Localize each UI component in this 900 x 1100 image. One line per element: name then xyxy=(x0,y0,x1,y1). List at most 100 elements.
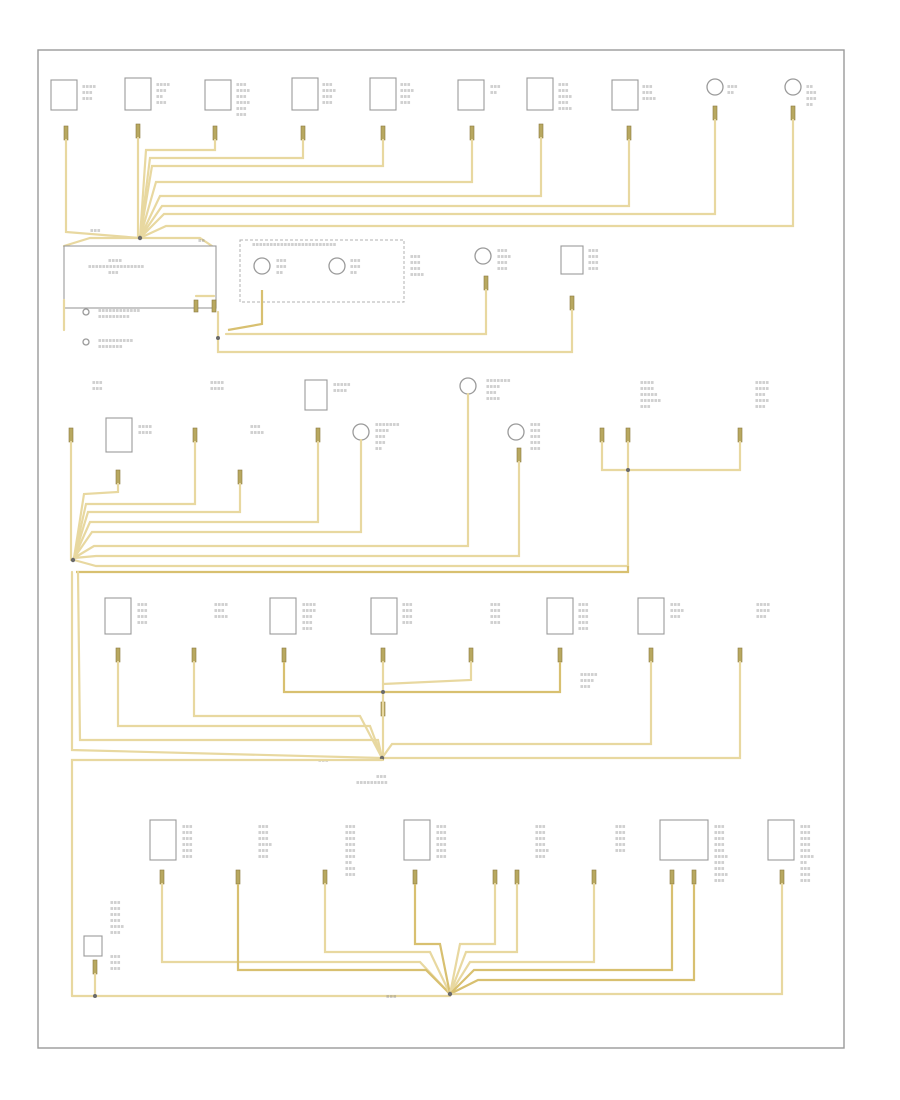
svg-text:≡≡≡: ≡≡≡ xyxy=(588,248,599,253)
svg-text:≡≡≡≡: ≡≡≡≡ xyxy=(214,602,229,607)
svg-text:≡≡≡: ≡≡≡ xyxy=(375,434,386,439)
svg-text:≡≡≡: ≡≡≡ xyxy=(535,830,546,835)
svg-text:≡≡≡: ≡≡≡ xyxy=(497,266,508,271)
svg-text:≡≡≡≡≡≡≡≡≡: ≡≡≡≡≡≡≡≡≡ xyxy=(98,314,130,319)
component-box xyxy=(611,79,639,111)
svg-text:≡≡≡: ≡≡≡ xyxy=(800,830,811,835)
svg-text:≡≡≡: ≡≡≡ xyxy=(714,842,725,847)
svg-text:≡≡≡≡: ≡≡≡≡ xyxy=(333,388,348,393)
svg-text:≡≡≡: ≡≡≡ xyxy=(92,380,103,385)
svg-text:≡≡≡≡≡≡≡: ≡≡≡≡≡≡≡ xyxy=(98,344,123,349)
svg-text:≡≡≡: ≡≡≡ xyxy=(345,872,356,877)
svg-text:≡≡≡: ≡≡≡ xyxy=(490,608,501,613)
svg-text:≡≡≡≡: ≡≡≡≡ xyxy=(138,430,153,435)
lamp-icon xyxy=(784,78,802,96)
svg-text:≡≡≡≡: ≡≡≡≡ xyxy=(210,386,225,391)
svg-text:≡≡≡: ≡≡≡ xyxy=(800,842,811,847)
svg-text:≡≡≡: ≡≡≡ xyxy=(578,620,589,625)
svg-text:≡≡≡: ≡≡≡ xyxy=(137,602,148,607)
svg-text:≡≡≡: ≡≡≡ xyxy=(250,424,261,429)
svg-text:≡≡≡: ≡≡≡ xyxy=(302,626,313,631)
svg-text:≡≡≡≡≡≡≡≡≡: ≡≡≡≡≡≡≡≡≡ xyxy=(356,780,388,785)
svg-text:≡≡≡: ≡≡≡ xyxy=(137,614,148,619)
svg-text:≡≡≡: ≡≡≡ xyxy=(258,854,269,859)
svg-text:≡≡≡: ≡≡≡ xyxy=(258,836,269,841)
svg-text:≡≡: ≡≡ xyxy=(806,102,814,107)
svg-text:≡≡≡≡: ≡≡≡≡ xyxy=(258,842,273,847)
svg-text:≡≡≡≡: ≡≡≡≡ xyxy=(755,398,770,403)
svg-text:≡≡≡: ≡≡≡ xyxy=(436,848,447,853)
svg-text:≡≡≡≡: ≡≡≡≡ xyxy=(375,428,390,433)
svg-text:≡≡≡≡≡≡≡≡≡≡≡≡≡≡≡≡≡≡≡≡≡≡≡≡: ≡≡≡≡≡≡≡≡≡≡≡≡≡≡≡≡≡≡≡≡≡≡≡≡ xyxy=(252,242,337,247)
svg-text:≡≡≡≡≡: ≡≡≡≡≡ xyxy=(333,382,351,387)
svg-text:≡≡≡: ≡≡≡ xyxy=(714,830,725,835)
svg-text:≡≡≡: ≡≡≡ xyxy=(670,602,681,607)
svg-text:≡≡≡: ≡≡≡ xyxy=(530,434,541,439)
svg-text:≡≡≡: ≡≡≡ xyxy=(755,404,766,409)
component-box xyxy=(50,79,78,111)
svg-text:≡≡≡: ≡≡≡ xyxy=(322,100,333,105)
svg-text:≡≡≡: ≡≡≡ xyxy=(497,248,508,253)
svg-text:≡≡≡: ≡≡≡ xyxy=(182,836,193,841)
svg-text:≡≡: ≡≡ xyxy=(276,270,284,275)
diagram-frame xyxy=(37,49,845,1049)
svg-text:≡≡≡≡: ≡≡≡≡ xyxy=(486,396,501,401)
svg-text:≡≡≡: ≡≡≡ xyxy=(108,270,119,275)
svg-text:≡≡≡≡: ≡≡≡≡ xyxy=(535,848,550,853)
svg-text:≡≡≡: ≡≡≡ xyxy=(156,88,167,93)
svg-text:≡≡≡: ≡≡≡ xyxy=(714,848,725,853)
svg-text:≡≡≡≡: ≡≡≡≡ xyxy=(714,872,729,877)
svg-text:≡≡≡≡≡≡≡≡≡≡≡≡≡≡≡≡: ≡≡≡≡≡≡≡≡≡≡≡≡≡≡≡≡ xyxy=(88,264,145,269)
svg-text:≡≡≡: ≡≡≡ xyxy=(402,614,413,619)
svg-text:≡≡≡≡: ≡≡≡≡ xyxy=(410,272,425,277)
second-section: ≡≡≡≡≡≡ ≡≡≡≡≡≡≡≡ ≡≡≡≡≡≡≡≡≡ ≡≡≡≡≡≡≡≡≡≡≡≡≡≡… xyxy=(68,377,770,574)
svg-text:≡≡≡: ≡≡≡ xyxy=(345,824,356,829)
svg-text:≡≡≡: ≡≡≡ xyxy=(640,404,651,409)
svg-text:≡≡≡: ≡≡≡ xyxy=(402,608,413,613)
svg-text:≡≡≡: ≡≡≡ xyxy=(588,266,599,271)
svg-text:≡≡≡: ≡≡≡ xyxy=(642,90,653,95)
svg-text:≡≡≡: ≡≡≡ xyxy=(558,82,569,87)
third-section: ≡≡≡≡≡≡≡≡≡≡≡≡ ≡≡≡≡≡≡≡≡≡≡≡ ≡≡≡≡≡≡≡≡≡≡≡≡≡≡≡… xyxy=(70,570,771,785)
svg-text:≡≡≡: ≡≡≡ xyxy=(345,830,356,835)
svg-text:≡≡: ≡≡ xyxy=(490,90,498,95)
svg-text:≡≡≡: ≡≡≡ xyxy=(578,602,589,607)
svg-text:≡≡≡: ≡≡≡ xyxy=(800,836,811,841)
svg-text:≡≡≡: ≡≡≡ xyxy=(182,854,193,859)
splice-block: ≡≡≡≡ ≡≡≡≡≡≡≡≡≡≡≡≡≡≡≡≡ ≡≡≡ ≡≡≡ ≡≡ ≡≡≡≡≡≡≡… xyxy=(62,228,217,349)
svg-text:≡≡: ≡≡ xyxy=(156,94,164,99)
svg-text:≡≡≡≡: ≡≡≡≡ xyxy=(400,88,415,93)
svg-text:≡≡: ≡≡ xyxy=(727,90,735,95)
svg-text:≡≡≡: ≡≡≡ xyxy=(375,440,386,445)
svg-text:≡≡≡: ≡≡≡ xyxy=(800,872,811,877)
svg-text:≡≡≡: ≡≡≡ xyxy=(345,836,356,841)
svg-text:≡≡≡: ≡≡≡ xyxy=(156,100,167,105)
svg-text:≡≡≡≡: ≡≡≡≡ xyxy=(236,88,251,93)
svg-text:≡≡≡: ≡≡≡ xyxy=(578,626,589,631)
svg-text:≡≡≡≡: ≡≡≡≡ xyxy=(755,380,770,385)
svg-text:≡≡≡: ≡≡≡ xyxy=(800,866,811,871)
svg-text:≡≡≡: ≡≡≡ xyxy=(727,84,738,89)
svg-text:≡≡≡: ≡≡≡ xyxy=(322,82,333,87)
svg-text:≡≡≡: ≡≡≡ xyxy=(236,82,247,87)
svg-text:≡≡≡: ≡≡≡ xyxy=(615,842,626,847)
svg-text:≡≡≡≡≡≡≡: ≡≡≡≡≡≡≡ xyxy=(486,378,511,383)
component-box xyxy=(457,79,485,111)
svg-text:≡≡≡≡: ≡≡≡≡ xyxy=(210,380,225,385)
svg-text:≡≡≡: ≡≡≡ xyxy=(110,900,121,905)
svg-text:≡≡≡: ≡≡≡ xyxy=(110,918,121,923)
svg-text:≡≡≡: ≡≡≡ xyxy=(90,228,101,233)
svg-text:≡≡≡: ≡≡≡ xyxy=(400,94,411,99)
svg-text:≡≡≡: ≡≡≡ xyxy=(345,854,356,859)
svg-text:≡≡≡: ≡≡≡ xyxy=(258,848,269,853)
svg-text:≡≡≡: ≡≡≡ xyxy=(615,836,626,841)
svg-text:≡≡≡: ≡≡≡ xyxy=(350,258,361,263)
svg-text:≡≡≡: ≡≡≡ xyxy=(82,96,93,101)
top-wires xyxy=(62,118,795,248)
svg-text:≡≡≡≡≡≡≡: ≡≡≡≡≡≡≡ xyxy=(375,422,400,427)
svg-text:≡≡≡≡≡: ≡≡≡≡≡ xyxy=(580,672,598,677)
svg-text:≡≡≡≡: ≡≡≡≡ xyxy=(640,380,655,385)
svg-text:≡≡≡: ≡≡≡ xyxy=(410,254,421,259)
svg-text:≡≡≡: ≡≡≡ xyxy=(322,94,333,99)
